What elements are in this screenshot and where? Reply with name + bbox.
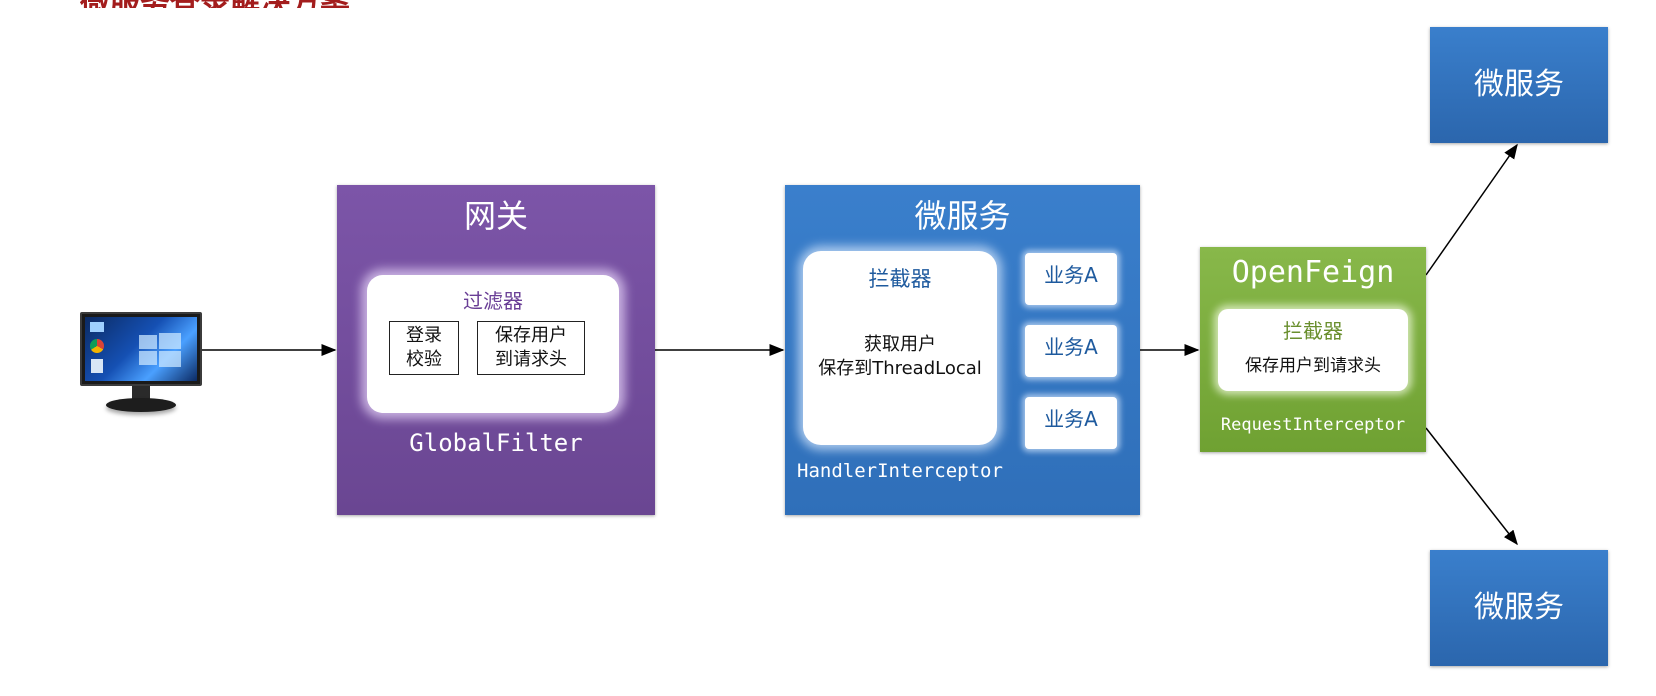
monitor-screen bbox=[80, 312, 202, 386]
filter-box: 过滤器 登录 校验 保存用户 到请求头 bbox=[367, 275, 619, 413]
openfeign-interceptor-box: 拦截器 保存用户到请求头 bbox=[1218, 309, 1408, 391]
save-user-line-1: 保存用户 bbox=[495, 325, 567, 346]
windows-desktop-icon bbox=[85, 317, 197, 381]
windows-logo-pane bbox=[139, 351, 157, 365]
chrome-icon bbox=[90, 339, 104, 353]
monitor-neck bbox=[132, 386, 150, 400]
computer-desktop-icon bbox=[90, 322, 104, 332]
arrow-openfeign-to-top-service bbox=[1425, 143, 1518, 276]
desktop-monitor-icon bbox=[80, 312, 202, 416]
microservice-title: 微服务 bbox=[914, 197, 1011, 235]
login-check-line-2: 校验 bbox=[406, 349, 442, 370]
windows-logo-pane bbox=[139, 335, 157, 349]
business-a-box: 业务A bbox=[1025, 397, 1117, 449]
windows-logo-pane bbox=[159, 351, 181, 367]
microservice-subtitle: HandlerInterceptor bbox=[797, 460, 1003, 482]
arrow-openfeign-to-bottom-service bbox=[1425, 427, 1518, 546]
business-a-box: 业务A bbox=[1025, 253, 1117, 305]
filter-title: 过滤器 bbox=[463, 289, 523, 313]
recycle-bin-icon bbox=[91, 359, 103, 373]
gateway-subtitle: GlobalFilter bbox=[409, 429, 583, 457]
login-check-box: 登录 校验 bbox=[389, 321, 459, 375]
interceptor-line-2: 保存到ThreadLocal bbox=[818, 358, 982, 379]
business-a-box: 业务A bbox=[1025, 325, 1117, 377]
downstream-microservice-top: 微服务 bbox=[1430, 27, 1608, 143]
monitor-stand bbox=[106, 398, 176, 412]
login-check-line-1: 登录 bbox=[406, 325, 442, 346]
interceptor-text: 获取用户 保存到ThreadLocal bbox=[803, 333, 997, 381]
openfeign-box: OpenFeign 拦截器 保存用户到请求头 RequestIntercepto… bbox=[1200, 247, 1426, 452]
save-user-header-box: 保存用户 到请求头 bbox=[477, 321, 585, 375]
interceptor-line-1: 获取用户 bbox=[864, 334, 936, 355]
windows-logo-pane bbox=[159, 333, 181, 349]
microservice-box: 微服务 拦截器 获取用户 保存到ThreadLocal 业务A 业务A 业务A … bbox=[785, 185, 1140, 515]
page-title: 微服务登录解决方案 bbox=[80, 0, 350, 8]
openfeign-title: OpenFeign bbox=[1231, 255, 1395, 290]
save-user-line-2: 到请求头 bbox=[495, 349, 567, 370]
downstream-microservice-bottom: 微服务 bbox=[1430, 550, 1608, 666]
interceptor-title: 拦截器 bbox=[868, 267, 932, 291]
openfeign-interceptor-title: 拦截器 bbox=[1283, 319, 1343, 343]
openfeign-interceptor-text: 保存用户到请求头 bbox=[1245, 356, 1381, 376]
gateway-title: 网关 bbox=[463, 197, 528, 235]
openfeign-subtitle: RequestInterceptor bbox=[1220, 415, 1406, 435]
gateway-box: 网关 过滤器 登录 校验 保存用户 到请求头 GlobalFilter bbox=[337, 185, 655, 515]
interceptor-box: 拦截器 获取用户 保存到ThreadLocal bbox=[803, 251, 997, 445]
